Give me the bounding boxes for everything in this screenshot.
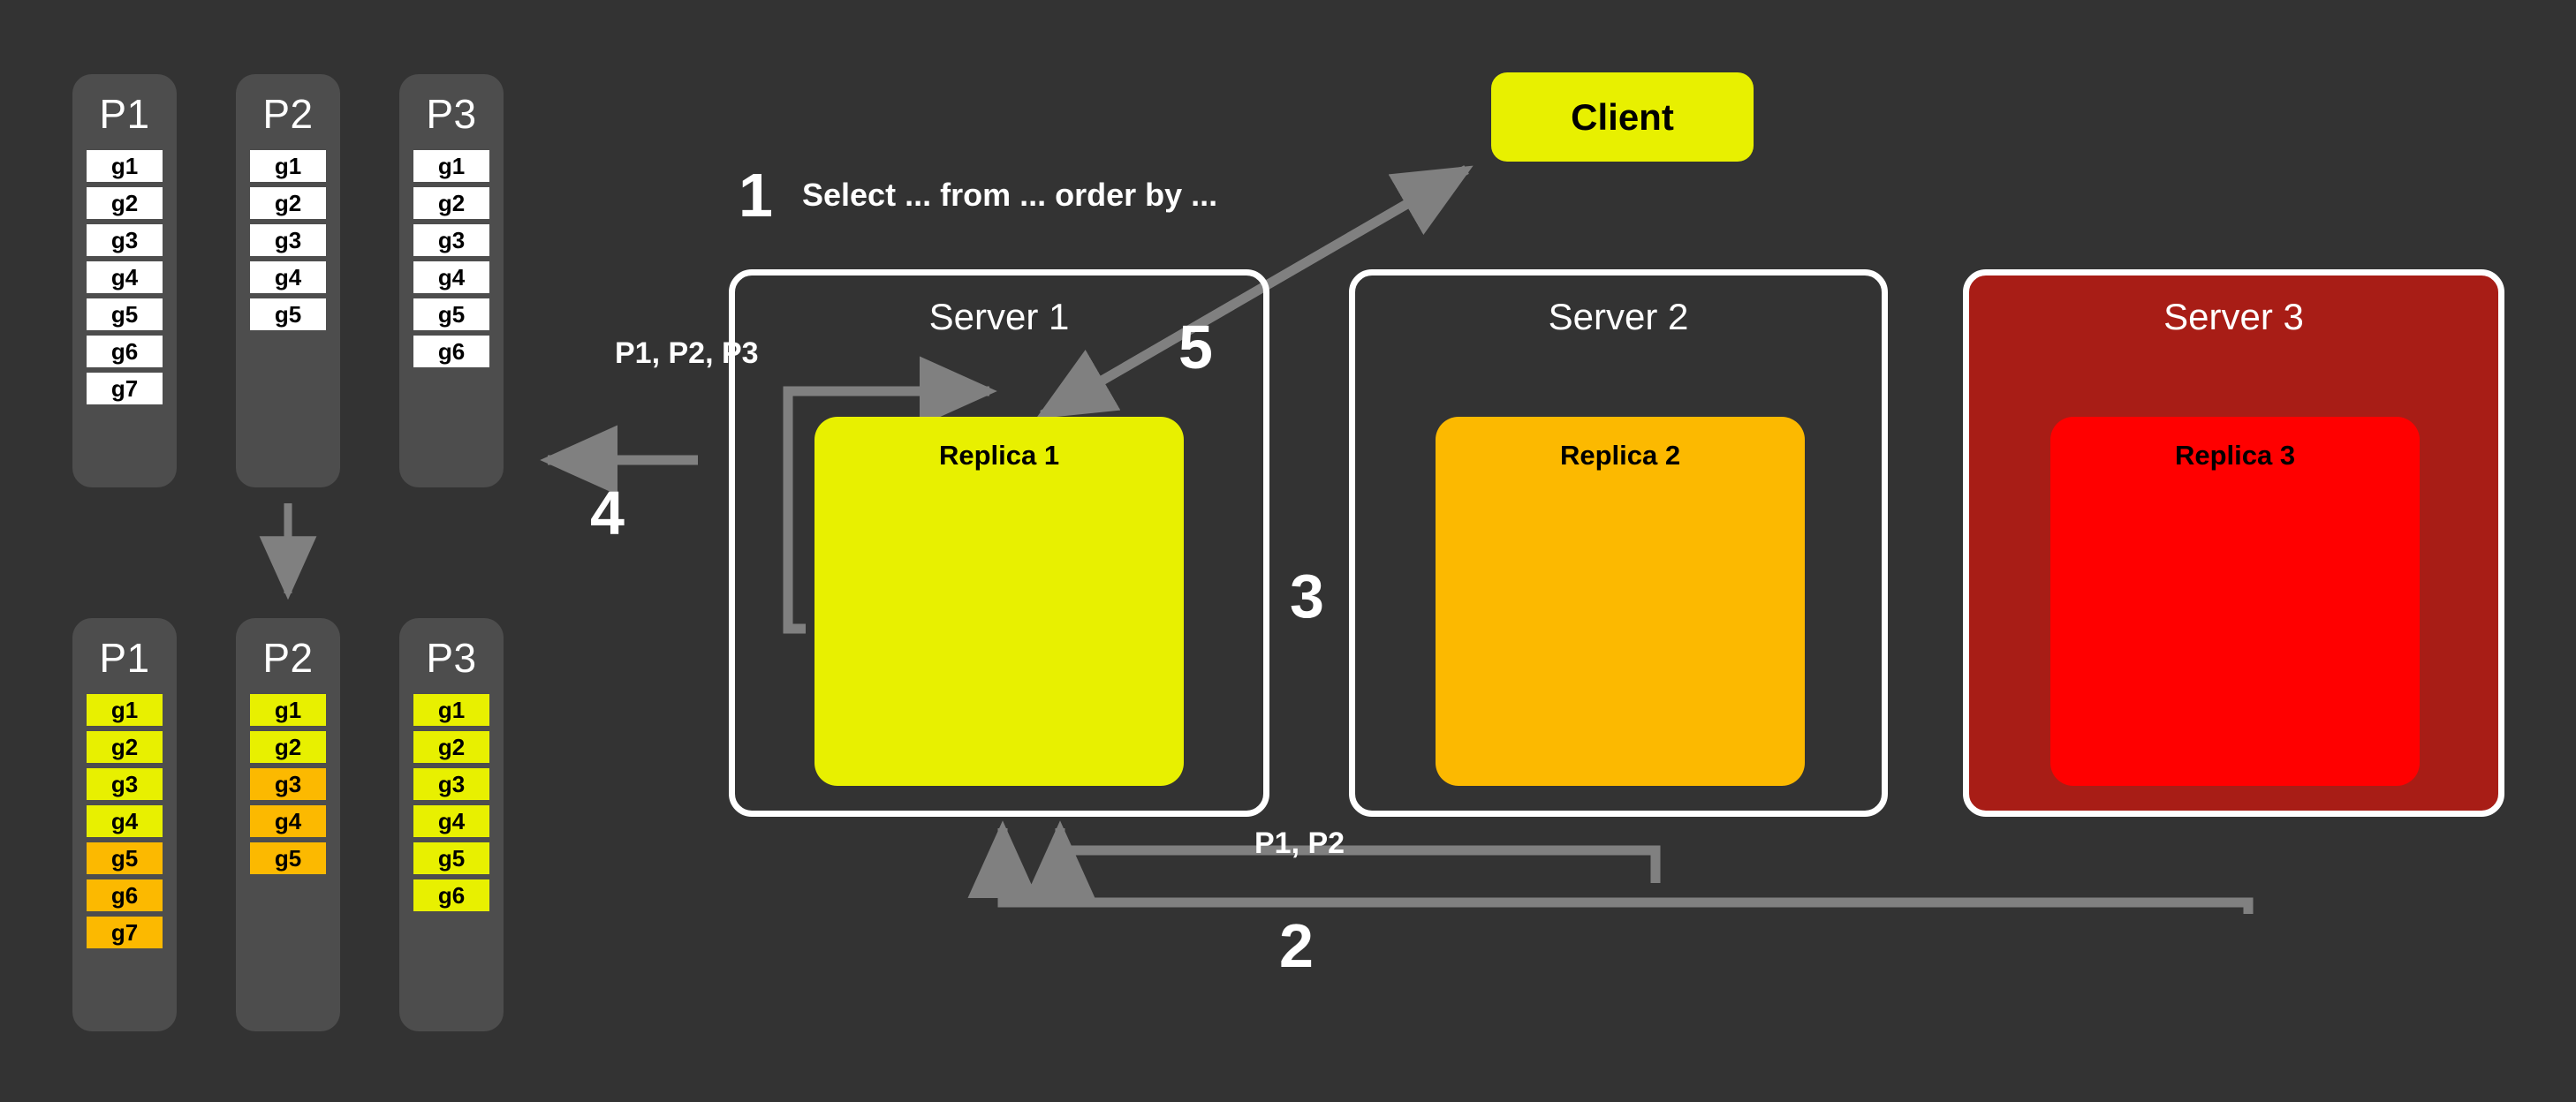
server-2-title: Server 2 xyxy=(1548,296,1689,337)
replica-2-box[interactable]: Replica 2 xyxy=(1436,417,1805,786)
group-cell: g4 xyxy=(413,805,489,837)
partition-title: P2 xyxy=(262,91,314,137)
group-cell: g5 xyxy=(87,298,163,330)
group-cell: g2 xyxy=(413,187,489,219)
server-3-title: Server 3 xyxy=(2163,296,2304,337)
group-cell: g4 xyxy=(87,805,163,837)
step-number-3: 3 xyxy=(1290,562,1324,630)
server-3-box[interactable]: Server 3 Replica 3 xyxy=(1963,269,2504,817)
arrow-step2-server3-to-server1 xyxy=(967,820,2254,914)
partition-after-p2: P2 g1 g2 g3 g4 g5 xyxy=(236,618,340,1031)
group-list: g1 g2 g3 g4 g5 g6 xyxy=(399,694,504,911)
group-cell: g1 xyxy=(87,694,163,726)
server-1-box[interactable]: Server 1 Replica 1 xyxy=(729,269,1269,817)
group-cell: g6 xyxy=(87,336,163,367)
group-cell: g4 xyxy=(87,261,163,293)
step-number-5: 5 xyxy=(1178,313,1213,381)
group-cell: g6 xyxy=(87,879,163,911)
group-list: g1 g2 g3 g4 g5 xyxy=(236,694,340,874)
replica-2-label: Replica 2 xyxy=(1559,440,1681,471)
group-cell: g3 xyxy=(250,224,326,256)
step-number-2: 2 xyxy=(1279,911,1314,980)
group-cell: g2 xyxy=(87,731,163,763)
edge-label-p1p2p3: P1, P2, P3 xyxy=(615,336,759,370)
client-node[interactable]: Client xyxy=(1491,72,1754,162)
group-cell: g3 xyxy=(87,224,163,256)
group-cell: g2 xyxy=(250,731,326,763)
group-list: g1 g2 g3 g4 g5 g6 g7 xyxy=(72,150,177,404)
replica-1-label: Replica 1 xyxy=(938,440,1060,471)
partition-before-p2: P2 g1 g2 g3 g4 g5 xyxy=(236,74,340,487)
partition-after-p3: P3 g1 g2 g3 g4 g5 g6 xyxy=(399,618,504,1031)
group-cell: g2 xyxy=(250,187,326,219)
group-cell: g6 xyxy=(413,336,489,367)
group-cell: g5 xyxy=(250,842,326,874)
group-cell: g3 xyxy=(413,224,489,256)
group-cell: g1 xyxy=(250,150,326,182)
group-cell: g1 xyxy=(87,150,163,182)
partition-title: P3 xyxy=(426,635,477,681)
partition-before-p3: P3 g1 g2 g3 g4 g5 g6 xyxy=(399,74,504,487)
group-cell: g4 xyxy=(250,261,326,293)
arrow-step2-server2-to-server1 xyxy=(1025,820,1661,899)
group-list: g1 g2 g3 g4 g5 g6 g7 xyxy=(72,694,177,948)
partition-title: P1 xyxy=(99,635,150,681)
group-cell: g1 xyxy=(413,694,489,726)
replica-3-label: Replica 3 xyxy=(2174,440,2296,471)
group-cell: g7 xyxy=(87,917,163,948)
group-cell: g5 xyxy=(87,842,163,874)
partition-title: P3 xyxy=(426,91,477,137)
group-cell: g3 xyxy=(250,768,326,800)
group-cell: g3 xyxy=(87,768,163,800)
partition-title: P1 xyxy=(99,91,150,137)
group-cell: g7 xyxy=(87,373,163,404)
group-cell: g4 xyxy=(250,805,326,837)
group-cell: g2 xyxy=(413,731,489,763)
group-list: g1 g2 g3 g4 g5 g6 xyxy=(399,150,504,367)
group-cell: g3 xyxy=(413,768,489,800)
server-2-box[interactable]: Server 2 Replica 2 xyxy=(1349,269,1888,817)
step-number-4: 4 xyxy=(590,479,625,547)
group-cell: g5 xyxy=(413,842,489,874)
server-1-title: Server 1 xyxy=(928,296,1070,337)
partition-after-p1: P1 g1 g2 g3 g4 g5 g6 g7 xyxy=(72,618,177,1031)
group-cell: g6 xyxy=(413,879,489,911)
group-cell: g4 xyxy=(413,261,489,293)
replica-1-box[interactable]: Replica 1 xyxy=(814,417,1184,786)
edge-label-p1p2: P1, P2 xyxy=(1254,826,1345,860)
query-text-label: Select ... from ... order by ... xyxy=(802,177,1218,213)
group-list: g1 g2 g3 g4 g5 xyxy=(236,150,340,330)
group-cell: g5 xyxy=(250,298,326,330)
group-cell: g1 xyxy=(250,694,326,726)
step-number-1: 1 xyxy=(739,161,773,230)
group-cell: g5 xyxy=(413,298,489,330)
replica-3-box[interactable]: Replica 3 xyxy=(2050,417,2420,786)
partition-before-p1: P1 g1 g2 g3 g4 g5 g6 g7 xyxy=(72,74,177,487)
group-cell: g2 xyxy=(87,187,163,219)
partition-title: P2 xyxy=(262,635,314,681)
client-label: Client xyxy=(1571,95,1674,138)
group-cell: g1 xyxy=(413,150,489,182)
